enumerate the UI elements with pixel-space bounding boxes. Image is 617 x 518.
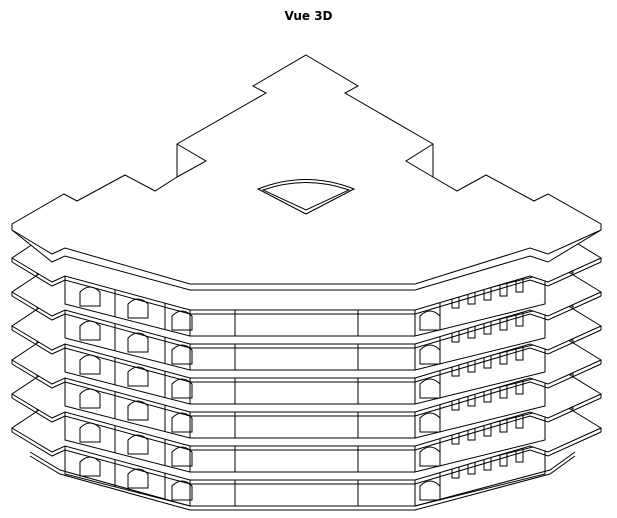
arched-window — [419, 412, 441, 433]
roof-notch-left — [176, 143, 208, 178]
base-plinth — [29, 451, 576, 507]
arched-window — [127, 400, 149, 421]
arched-window — [171, 480, 193, 501]
base-plinth — [29, 455, 576, 511]
arched-window — [419, 480, 441, 501]
roof-notch-right — [405, 143, 434, 178]
slab-edge — [11, 363, 602, 417]
floor-slabs — [11, 235, 603, 511]
arched-window — [127, 434, 149, 455]
arched-window — [127, 468, 149, 489]
arched-window — [419, 344, 441, 365]
view-title: Vue 3D — [284, 9, 333, 23]
arched-window — [127, 332, 149, 353]
arched-window — [127, 366, 149, 387]
roof-slab — [11, 54, 602, 291]
roof-edge — [11, 229, 602, 285]
arched-window — [171, 412, 193, 433]
arched-window — [171, 344, 193, 365]
slab-edge — [11, 397, 602, 451]
slab-edge — [11, 431, 602, 485]
arched-window — [171, 446, 193, 467]
slab-edge — [11, 295, 602, 349]
arched-window — [127, 298, 149, 319]
arched-window — [171, 310, 193, 331]
arched-window — [171, 378, 193, 399]
slab-edge — [11, 261, 602, 315]
roof-skylight — [256, 179, 356, 215]
arched-window — [419, 378, 441, 399]
slab-edge — [11, 329, 602, 383]
arched-window — [419, 446, 441, 467]
arched-window — [419, 310, 441, 331]
